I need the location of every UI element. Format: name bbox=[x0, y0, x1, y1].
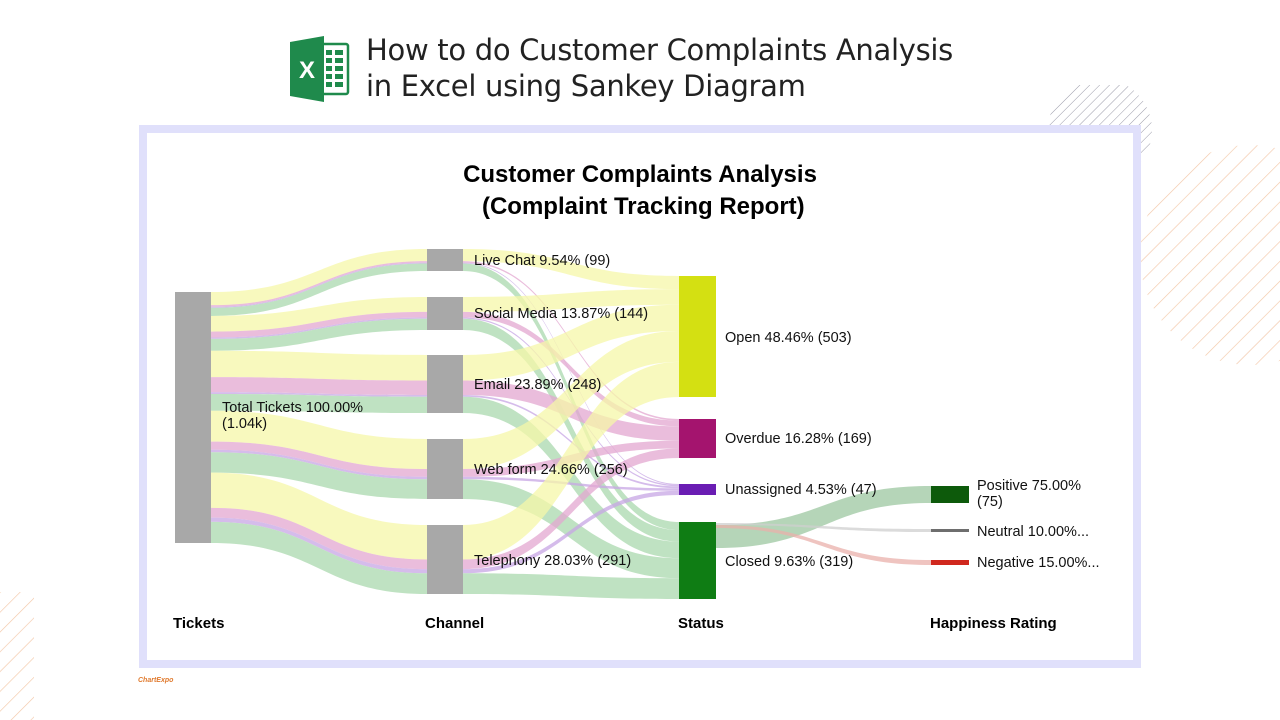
sankey-link[interactable] bbox=[211, 350, 427, 381]
sankey-links bbox=[211, 249, 931, 599]
sankey-labels: Total Tickets 100.00%(1.04k) Live Chat 9.… bbox=[222, 253, 1100, 571]
node-label-webform: Web form 24.66% (256) bbox=[474, 462, 628, 478]
node-label-overdue: Overdue 16.28% (169) bbox=[725, 431, 872, 447]
sankey-link[interactable] bbox=[211, 507, 427, 570]
sankey-link[interactable] bbox=[211, 263, 427, 316]
sankey-node-social[interactable] bbox=[427, 297, 463, 330]
sankey-link[interactable] bbox=[716, 523, 931, 532]
sankey-link[interactable] bbox=[463, 289, 679, 312]
excel-icon: X bbox=[290, 36, 350, 102]
sankey-link[interactable] bbox=[716, 486, 931, 548]
sankey-node-open[interactable] bbox=[679, 276, 716, 397]
sankey-node-total[interactable] bbox=[175, 292, 211, 543]
node-label-total-value: (1.04k) bbox=[222, 416, 267, 432]
sankey-node-neutral[interactable] bbox=[931, 529, 969, 532]
sankey-link[interactable] bbox=[211, 449, 427, 480]
node-label-negative: Negative 15.00%... bbox=[977, 555, 1100, 571]
node-label-open: Open 48.46% (503) bbox=[725, 330, 852, 346]
stage-label-tickets: Tickets bbox=[173, 615, 224, 632]
sankey-link[interactable] bbox=[211, 249, 427, 306]
sankey-link[interactable] bbox=[463, 331, 679, 469]
node-label-telephony: Telephony 28.03% (291) bbox=[474, 553, 631, 569]
page-title-line1: How to do Customer Complaints Analysis bbox=[366, 33, 953, 67]
sankey-node-telephony[interactable] bbox=[427, 525, 463, 594]
sankey-link[interactable] bbox=[211, 392, 427, 397]
sankey-link[interactable] bbox=[463, 476, 679, 491]
sankey-link[interactable] bbox=[211, 262, 427, 308]
chart-title-line1: Customer Complaints Analysis bbox=[463, 161, 817, 188]
stage-axis-labels: Tickets Channel Status Happiness Rating bbox=[173, 615, 1057, 632]
sankey-link[interactable] bbox=[463, 304, 679, 381]
sankey-node-overdue[interactable] bbox=[679, 419, 716, 458]
page-title: How to do Customer Complaints Analysis i… bbox=[366, 32, 953, 104]
stage-label-happiness-rating: Happiness Rating bbox=[930, 615, 1057, 632]
sankey-node-negative[interactable] bbox=[931, 560, 969, 565]
sankey-link[interactable] bbox=[211, 472, 427, 560]
sankey-link[interactable] bbox=[211, 377, 427, 396]
chart-panel: Customer Complaints Analysis (Complaint … bbox=[147, 133, 1133, 660]
decorative-hatch-bottom-left bbox=[0, 592, 34, 720]
sankey-node-closed[interactable] bbox=[679, 522, 716, 599]
chart-title: Customer Complaints Analysis (Complaint … bbox=[147, 159, 1133, 223]
sankey-node-positive[interactable] bbox=[931, 486, 969, 503]
sankey-link[interactable] bbox=[463, 318, 679, 542]
stage-label-channel: Channel bbox=[425, 615, 484, 632]
page-header: X How to do Customer Complaints Analysis… bbox=[290, 32, 953, 104]
sankey-node-webform[interactable] bbox=[427, 439, 463, 499]
sankey-diagram: Total Tickets 100.00%(1.04k) Live Chat 9.… bbox=[173, 249, 1100, 632]
sankey-link[interactable] bbox=[463, 311, 679, 427]
sankey-link[interactable] bbox=[211, 311, 427, 338]
sankey-link[interactable] bbox=[463, 573, 679, 599]
sankey-link[interactable] bbox=[211, 517, 427, 574]
node-label-social: Social Media 13.87% (144) bbox=[474, 306, 648, 322]
sankey-link[interactable] bbox=[463, 490, 679, 574]
sankey-link[interactable] bbox=[463, 395, 679, 489]
sankey-nodes bbox=[175, 249, 969, 599]
chart-title-line2: (Complaint Tracking Report) bbox=[475, 193, 805, 220]
page-title-line2: in Excel using Sankey Diagram bbox=[366, 69, 806, 103]
node-label-neutral: Neutral 10.00%... bbox=[977, 524, 1089, 540]
node-label-positive: Positive 75.00% bbox=[977, 478, 1081, 494]
sankey-link[interactable] bbox=[463, 249, 679, 290]
sankey-link[interactable] bbox=[211, 297, 427, 332]
svg-text:X: X bbox=[299, 57, 315, 84]
sankey-node-unassigned[interactable] bbox=[679, 484, 716, 495]
node-label-email: Email 23.89% (248) bbox=[474, 377, 601, 393]
sankey-link[interactable] bbox=[463, 361, 679, 560]
sankey-link[interactable] bbox=[211, 441, 427, 477]
sankey-link[interactable] bbox=[211, 393, 427, 413]
node-label-closed: Closed 9.63% (319) bbox=[725, 554, 853, 570]
sankey-link[interactable] bbox=[463, 262, 679, 485]
sankey-link[interactable] bbox=[463, 448, 679, 570]
node-label-unassigned: Unassigned 4.53% (47) bbox=[725, 482, 877, 498]
node-label-livechat: Live Chat 9.54% (99) bbox=[474, 253, 610, 269]
sankey-node-email[interactable] bbox=[427, 355, 463, 413]
sankey-link[interactable] bbox=[211, 521, 427, 594]
sankey-link[interactable] bbox=[211, 261, 427, 307]
chart-frame: Customer Complaints Analysis (Complaint … bbox=[139, 125, 1141, 668]
sankey-link[interactable] bbox=[211, 410, 427, 469]
sankey-node-livechat[interactable] bbox=[427, 249, 463, 271]
sankey-link[interactable] bbox=[211, 317, 427, 339]
sankey-link[interactable] bbox=[463, 479, 679, 579]
stage-label-status: Status bbox=[678, 615, 724, 632]
sankey-link[interactable] bbox=[211, 318, 427, 351]
chartexpo-logo: ChartExpo bbox=[138, 677, 174, 684]
sankey-link[interactable] bbox=[211, 452, 427, 499]
node-label-total: Total Tickets 100.00% bbox=[222, 400, 363, 416]
node-label-positive-value: (75) bbox=[977, 494, 1003, 510]
sankey-link[interactable] bbox=[716, 525, 931, 565]
